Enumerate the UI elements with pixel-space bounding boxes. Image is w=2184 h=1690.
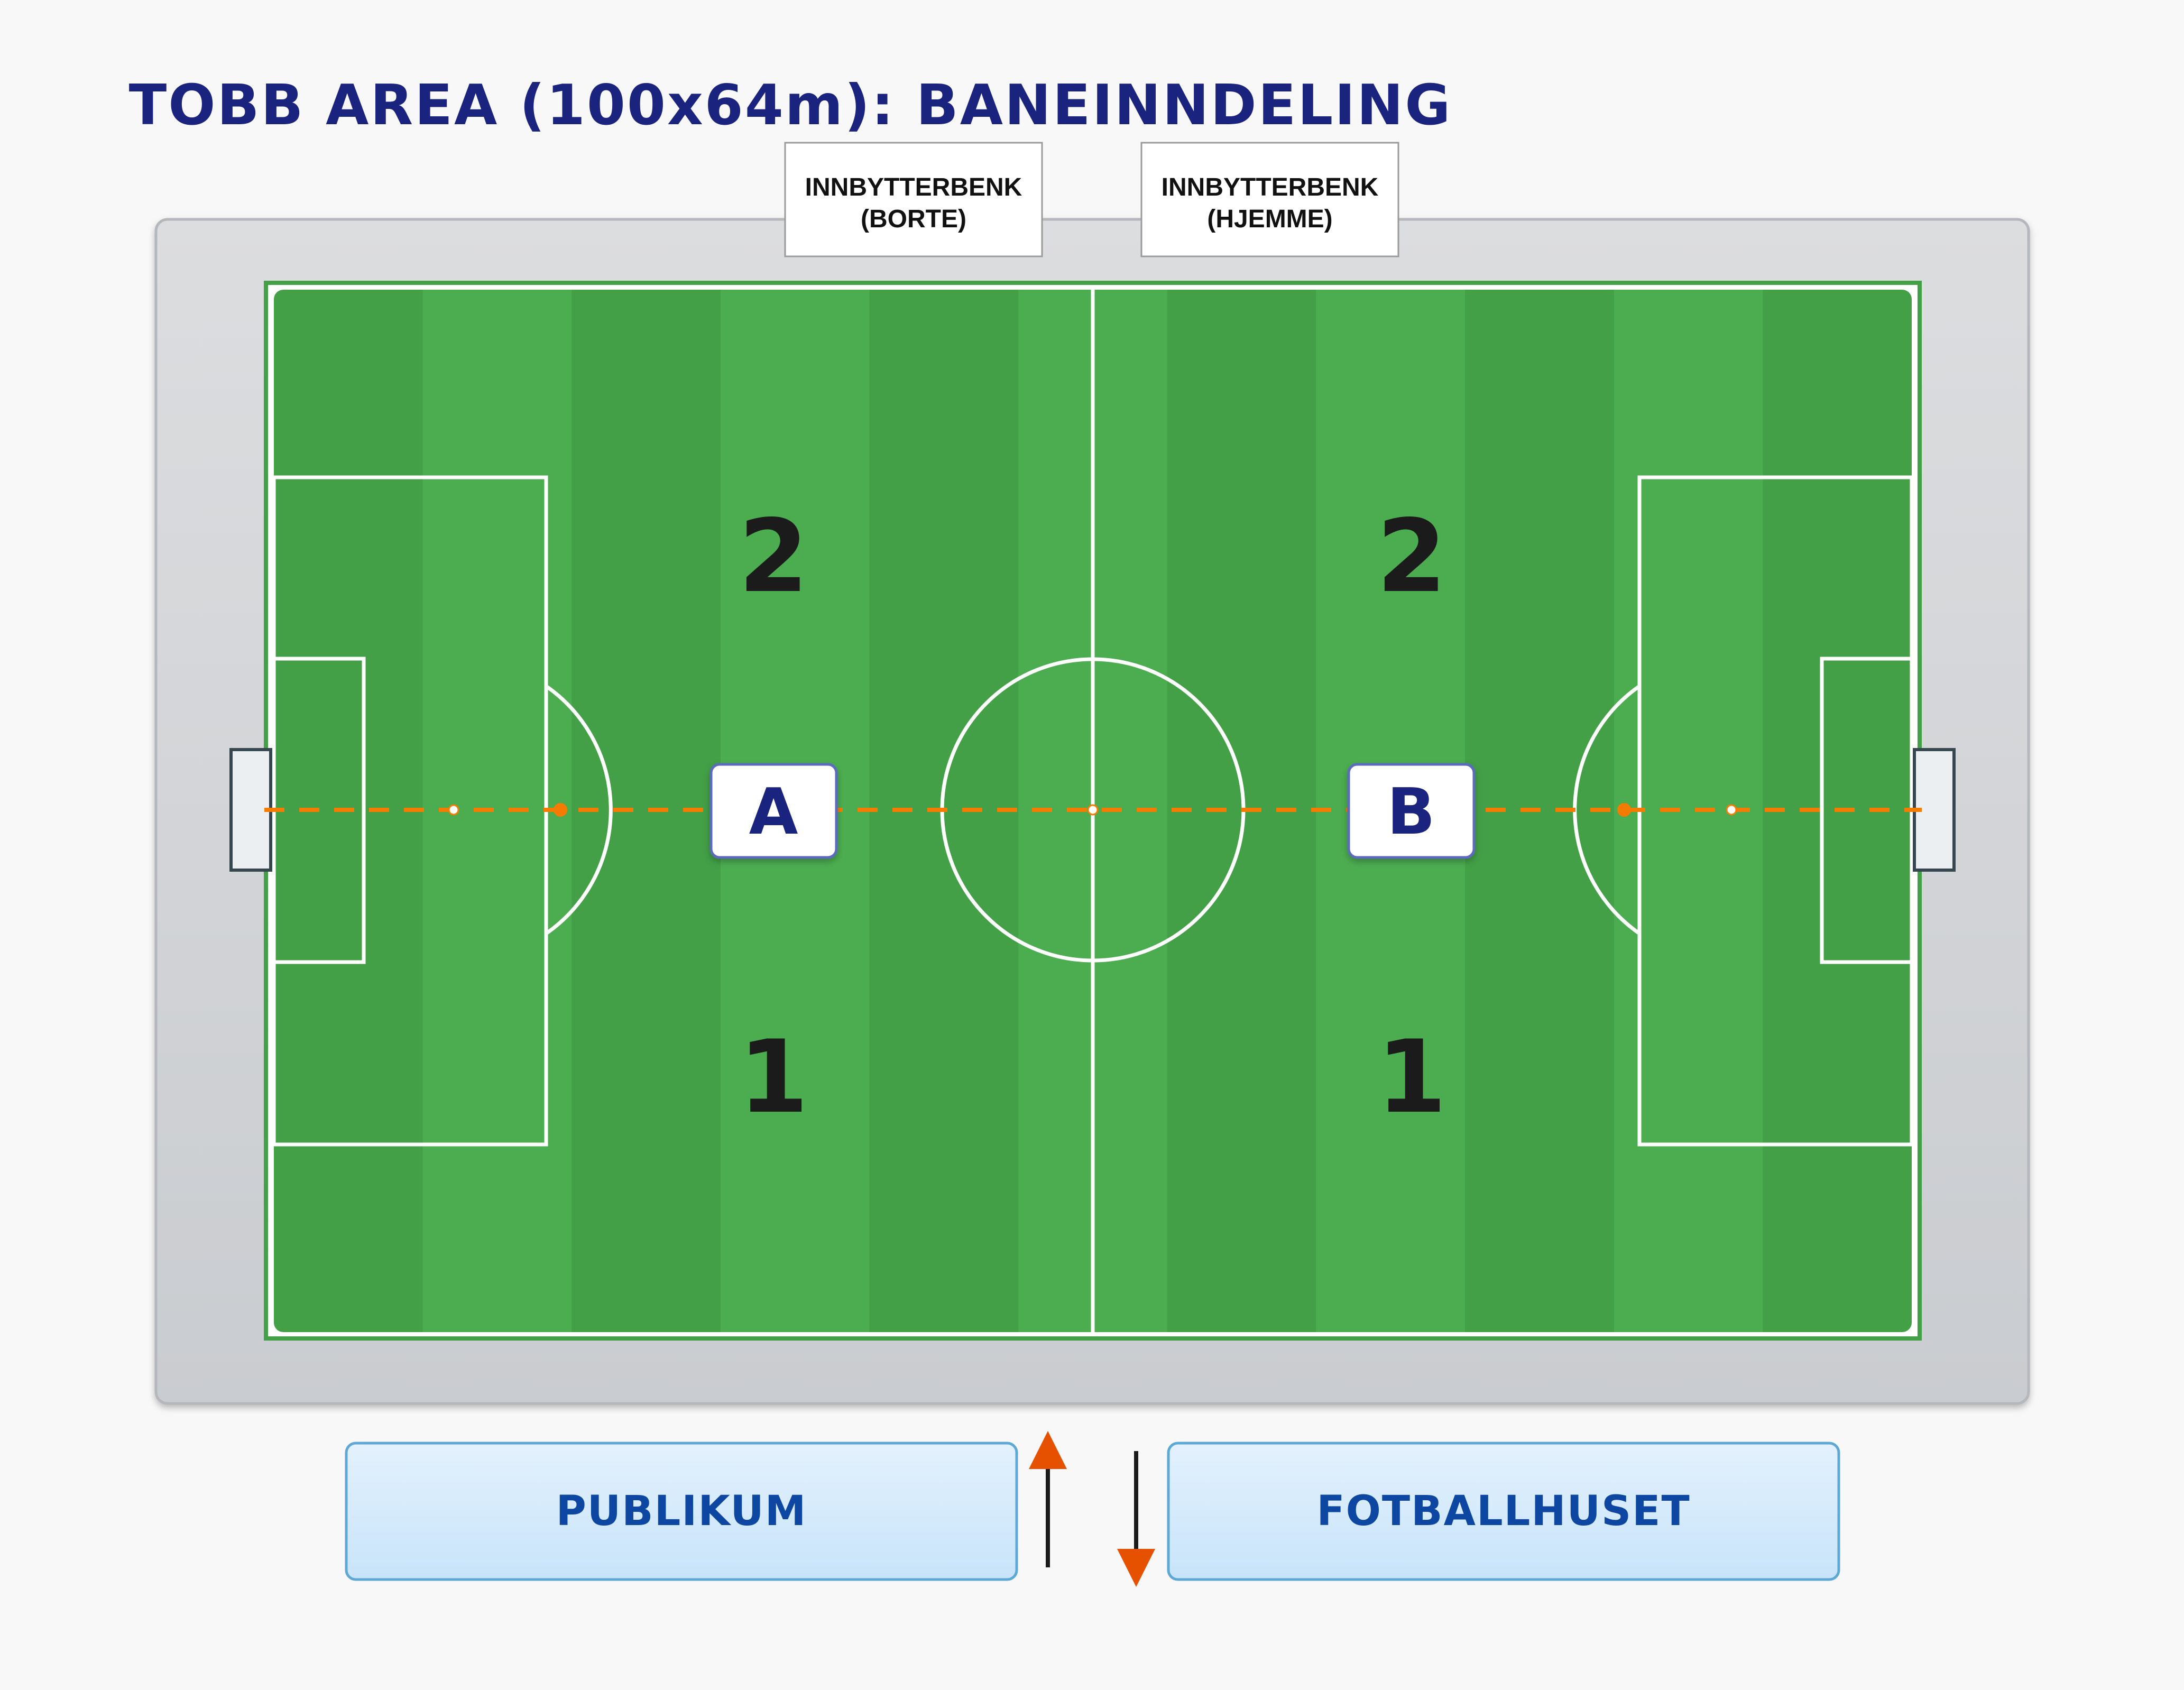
bench-home: INNBYTTERBENK (HJEMME) — [1140, 142, 1399, 257]
arrow-up-icon — [1029, 1431, 1067, 1567]
penalty-arc-left — [545, 685, 613, 935]
bench-away-line2: (BORTE) — [861, 205, 966, 233]
zone-number-right-top: 2 — [1377, 498, 1446, 615]
side-letter-b: B — [1387, 775, 1435, 849]
bench-away: INNBYTTERBENK (BORTE) — [784, 142, 1043, 257]
clubhouse-box: FOTBALLHUSET — [1167, 1442, 1840, 1581]
side-marker-a: A — [709, 763, 838, 859]
side-letter-a: A — [749, 775, 798, 849]
side-marker-b: B — [1347, 763, 1476, 859]
marker-dot-left — [554, 803, 567, 817]
zone-number-right-bottom: 1 — [1377, 1019, 1446, 1135]
penalty-spot-right — [1726, 804, 1737, 816]
bench-home-line1: INNBYTTERBENK — [1162, 173, 1379, 201]
clubhouse-label: FOTBALLHUSET — [1316, 1488, 1690, 1535]
zone-number-left-bottom: 1 — [739, 1019, 808, 1135]
marker-dot-right — [1617, 803, 1631, 817]
penalty-spot-left — [448, 804, 459, 816]
center-spot — [1087, 804, 1099, 816]
audience-box: PUBLIKUM — [345, 1442, 1018, 1581]
page-title: TOBB AREA (100x64m): BANEINNDELING — [129, 73, 1452, 137]
bench-away-line1: INNBYTTERBENK — [805, 173, 1022, 201]
audience-label: PUBLIKUM — [556, 1488, 807, 1535]
zone-number-left-top: 2 — [739, 498, 808, 615]
arrow-down-icon — [1117, 1451, 1155, 1587]
bench-home-line2: (HJEMME) — [1207, 205, 1332, 233]
